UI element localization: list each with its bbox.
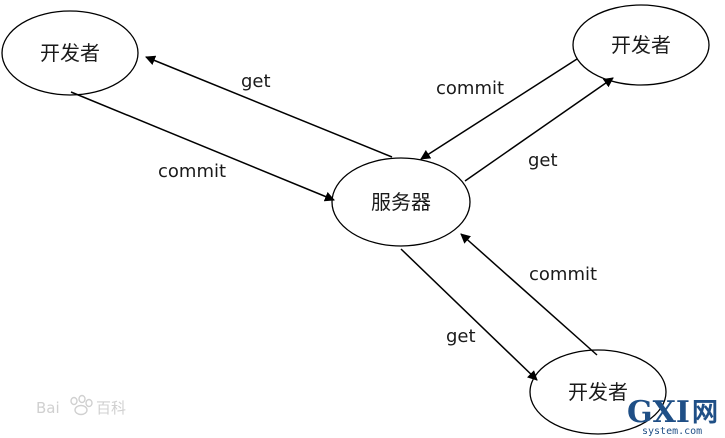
edge-top-right-to-server-commit [420,58,578,160]
gxi-watermark-site: system.com [642,426,702,437]
edge-label-top-left-get: get [241,71,271,92]
edge-label-top-right-commit: commit [436,78,504,99]
edge-bottom-right-to-server-commit [460,233,598,356]
node-developer-top-left: 开发者 [1,10,139,96]
node-developer-top-left-label: 开发者 [40,41,100,65]
baidu-watermark: Bai 百科 [36,394,126,417]
gxi-watermark: GXI 网 system.com [627,395,718,437]
node-developer-top-right: 开发者 [572,4,710,86]
gxi-watermark-net: 网 [692,398,718,428]
node-developer-top-right-label: 开发者 [611,33,671,57]
edge-label-bottom-right-commit: commit [529,264,597,285]
node-server-label: 服务器 [371,190,431,214]
edge-server-to-top-left-get [145,55,393,158]
node-developer-bottom-right-label: 开发者 [568,380,628,404]
edge-label-top-left-commit: commit [158,161,226,182]
baidu-watermark-text: Bai [36,399,60,417]
edge-label-top-right-get: get [528,150,558,171]
gxi-watermark-letters: GXI [627,395,690,430]
node-developer-bottom-right: 开发者 [529,349,667,435]
node-server: 服务器 [331,157,471,247]
baidu-watermark-suffix: 百科 [96,399,126,417]
edge-server-to-bottom-right-get [400,248,538,381]
edge-label-bottom-right-get: get [446,326,476,347]
edge-server-to-top-right-get [464,77,614,182]
baidu-paw-icon [70,394,93,416]
edge-top-left-to-server-commit [70,91,335,202]
